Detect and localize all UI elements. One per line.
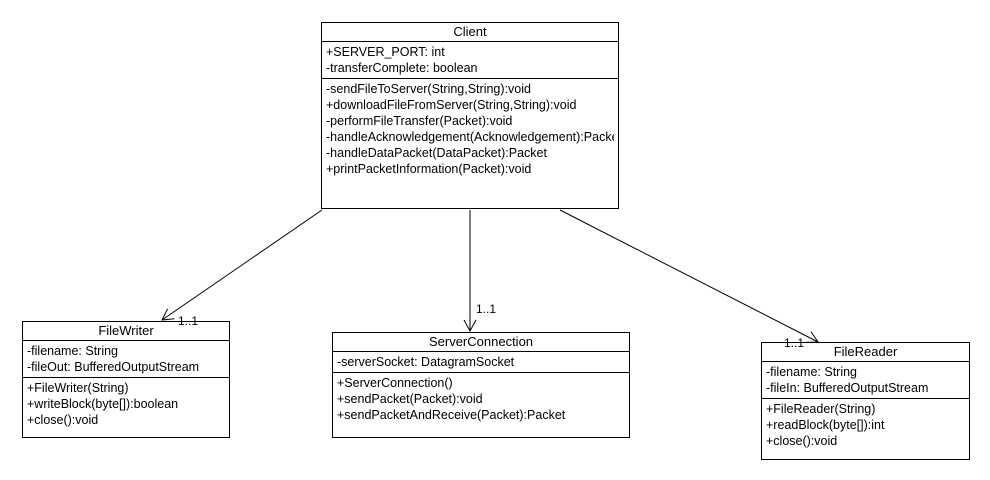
attributes-compartment: -filename: String -fileOut: BufferedOutp… [23,341,229,378]
attributes-compartment: +SERVER_PORT: int -transferComplete: boo… [322,42,618,79]
class-name: FileWriter [23,322,229,341]
association-client-filereader [559,209,819,343]
operation: -sendFileToServer(String,String):void [326,82,531,96]
class-name: FileReader [762,343,969,362]
operation: +writeBlock(byte[]):boolean [27,397,179,411]
attribute: -serverSocket: DatagramSocket [337,355,515,369]
class-file-reader[interactable]: FileReader -filename: String -fileIn: Bu… [761,342,970,460]
attribute: -filename: String [27,344,119,358]
operation: +printPacketInformation(Packet):void [326,162,532,176]
operation: +FileReader(String) [766,402,876,416]
operation: +FileWriter(String) [27,381,129,395]
operations-compartment: +ServerConnection() +sendPacket(Packet):… [333,373,629,425]
attributes-compartment: -serverSocket: DatagramSocket [333,352,629,373]
operation: +downloadFileFromServer(String,String):v… [326,98,577,112]
multiplicity-server-connection: 1..1 [476,302,497,316]
class-file-writer[interactable]: FileWriter -filename: String -fileOut: B… [22,321,230,438]
attribute: +SERVER_PORT: int [326,45,445,59]
operations-compartment: +FileReader(String) +readBlock(byte[]):i… [762,399,969,451]
operation: +sendPacket(Packet):void [337,392,483,406]
operation: +readBlock(byte[]):int [766,418,885,432]
class-name: Client [322,23,618,42]
attributes-compartment: -filename: String -fileIn: BufferedOutpu… [762,362,969,399]
attribute: -transferComplete: boolean [326,61,478,75]
attribute: -fileIn: BufferedOutputStream [766,381,929,395]
multiplicity-file-reader: 1..1 [784,336,805,350]
class-client[interactable]: Client +SERVER_PORT: int -transferComple… [321,22,619,209]
attribute: -filename: String [766,365,858,379]
class-name: ServerConnection [333,333,629,352]
operations-compartment: -sendFileToServer(String,String):void +d… [322,79,618,179]
operation: -handleAcknowledgement(Acknowledgement):… [326,130,614,144]
multiplicity-file-writer: 1..1 [178,314,199,328]
operation: +ServerConnection() [337,376,453,390]
operations-compartment: +FileWriter(String) +writeBlock(byte[]):… [23,378,229,430]
operation: +close():void [27,413,99,427]
operation: -handleDataPacket(DataPacket):Packet [326,146,547,160]
association-client-filewriter [161,209,323,321]
class-server-connection[interactable]: ServerConnection -serverSocket: Datagram… [332,332,630,438]
operation: +sendPacketAndReceive(Packet):Packet [337,408,566,422]
operation: +close():void [766,434,838,448]
attribute: -fileOut: BufferedOutputStream [27,360,200,374]
operation: -performFileTransfer(Packet):void [326,114,513,128]
